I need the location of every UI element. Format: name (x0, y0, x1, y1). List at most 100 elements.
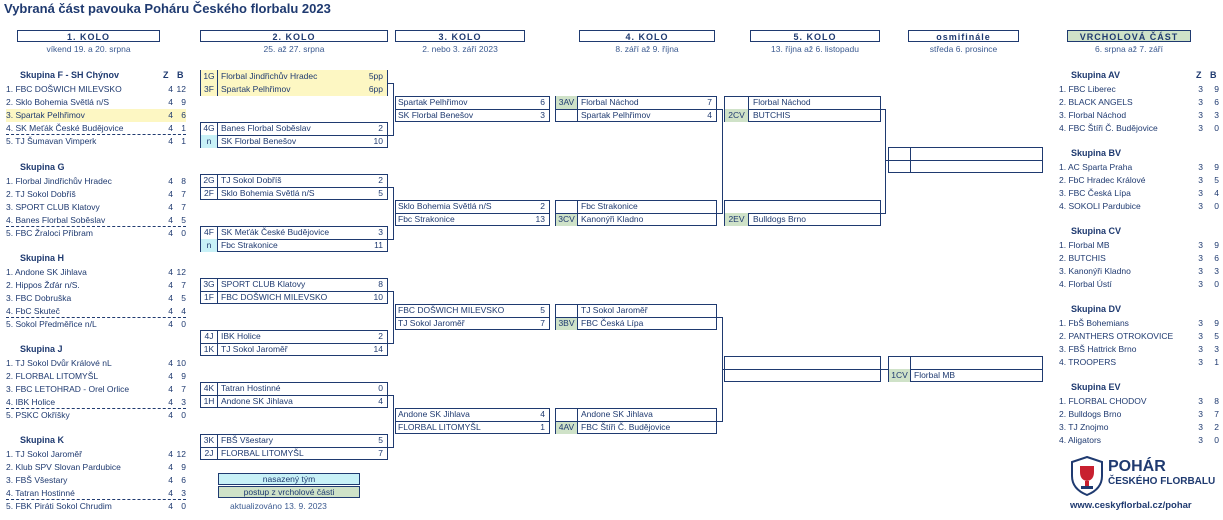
bracket-line (889, 369, 1042, 370)
points: 6 (181, 110, 186, 120)
points: 0 (181, 501, 186, 511)
team-name: 2. PANTHERS OTROKOVICE (1059, 331, 1174, 341)
bracket-line (388, 447, 394, 448)
round-date: 8. září až 9. října (615, 44, 679, 54)
points: 0 (181, 410, 186, 420)
points: 12 (176, 267, 186, 277)
match-box (200, 174, 388, 200)
team-name: SPORT CLUB Klatovy (221, 279, 306, 289)
team-name: TJ Sokol Jaroměř (581, 305, 648, 315)
group-title: Skupina K (20, 435, 65, 445)
bracket-line (393, 395, 394, 448)
team-name: Fbc Strakonice (398, 214, 455, 224)
group-row: 1. Florbal MB 3 9 (1059, 239, 1219, 252)
col-z-header: Z (1196, 70, 1202, 80)
seed-code: 2J (201, 447, 218, 460)
points: 4 (181, 306, 186, 316)
team-name: SK Florbal Benešov (398, 110, 474, 120)
team-name: 2. BLACK ANGELS (1059, 97, 1133, 107)
group-title: Skupina DV (1071, 304, 1122, 314)
match-box (888, 356, 1043, 382)
games-played: 4 (168, 410, 173, 420)
team-name: 2. Sklo Bohemia Světlá n/S (6, 97, 110, 107)
team-name: SK Meťák České Budějovice (221, 227, 330, 237)
team-name: FBŠ Všestary (221, 435, 273, 445)
points: 9 (181, 462, 186, 472)
team-name: 2. BUTCHIS (1059, 253, 1106, 263)
games-played: 4 (168, 488, 173, 498)
team-name: 3. FBŠ Všestary (6, 475, 68, 485)
team-name: 1. TJ Sokol Dvůr Králové nL (6, 358, 112, 368)
seed-code: 3AV (556, 96, 578, 109)
team-name: FBC DOŠWICH MILEVSKO (221, 292, 328, 302)
match-box (395, 304, 550, 330)
seed-code: 4F (201, 226, 218, 239)
match-box (555, 200, 717, 226)
bracket-line (388, 395, 394, 396)
match-slot: Andone SK Jihlava (556, 408, 716, 421)
team-name: Florbal Náchod (581, 97, 639, 107)
match-box (200, 330, 388, 356)
bracket-line (556, 109, 716, 110)
score: 14 (373, 344, 383, 354)
seed-code: 1F (201, 291, 218, 304)
bracket-line (201, 291, 387, 292)
points: 3 (1214, 344, 1219, 354)
team-name: FBC DOŠWICH MILEVSKO (398, 305, 505, 315)
points: 6 (181, 475, 186, 485)
team-name: Fbc Strakonice (221, 240, 278, 250)
points: 0 (181, 319, 186, 329)
logo-url[interactable]: www.ceskyflorbal.cz/pohar (1070, 500, 1192, 511)
points: 9 (1214, 240, 1219, 250)
team-name: 3. FBC Dobruška (6, 293, 72, 303)
team-name: 1. FBC DOŠWICH MILEVSKO (6, 84, 122, 94)
games-played: 4 (168, 97, 173, 107)
bracket-line (725, 369, 880, 370)
bracket-line (201, 135, 387, 136)
games-played: 3 (1198, 201, 1203, 211)
group-title: Skupina J (20, 344, 63, 354)
score: 4 (540, 409, 545, 419)
score: 6pp (368, 84, 383, 94)
team-name: 4. TROOPERS (1059, 357, 1116, 367)
seed-code (725, 96, 749, 109)
logo-line2: ČESKÉHO FLORBALU (1108, 476, 1216, 487)
team-name: 1. Florbal Jindřichův Hradec (6, 176, 112, 186)
seed-code: 3BV (556, 317, 578, 330)
match-slot: Fbc Strakonice (556, 200, 716, 213)
games-played: 3 (1198, 240, 1203, 250)
games-played: 3 (1198, 396, 1203, 406)
games-played: 4 (168, 110, 173, 120)
round-header: 1. KOLO (17, 30, 160, 42)
match-box (888, 147, 1043, 173)
team-name: IBK Holice (221, 331, 261, 341)
points: 8 (181, 176, 186, 186)
seed-code: 2G (201, 174, 218, 187)
games-played: 4 (168, 293, 173, 303)
team-name: 1. Florbal MB (1059, 240, 1110, 250)
match-box (555, 408, 717, 434)
team-name: 1. Andone SK Jihlava (6, 267, 87, 277)
points: 10 (176, 358, 186, 368)
points: 2 (1214, 422, 1219, 432)
round-header: 4. KOLO (579, 30, 715, 42)
round-date: 25. až 27. srpna (263, 44, 325, 54)
score: 5 (378, 435, 383, 445)
